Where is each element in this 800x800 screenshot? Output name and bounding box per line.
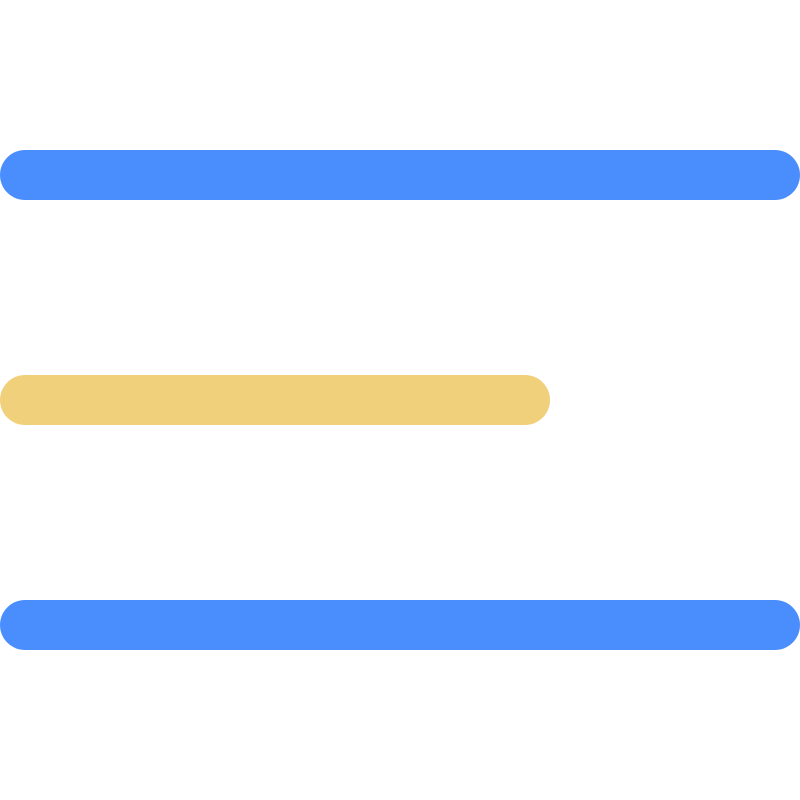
menu-bar-bottom <box>0 600 800 650</box>
menu-bar-middle <box>0 375 550 425</box>
menu-bar-top <box>0 150 800 200</box>
